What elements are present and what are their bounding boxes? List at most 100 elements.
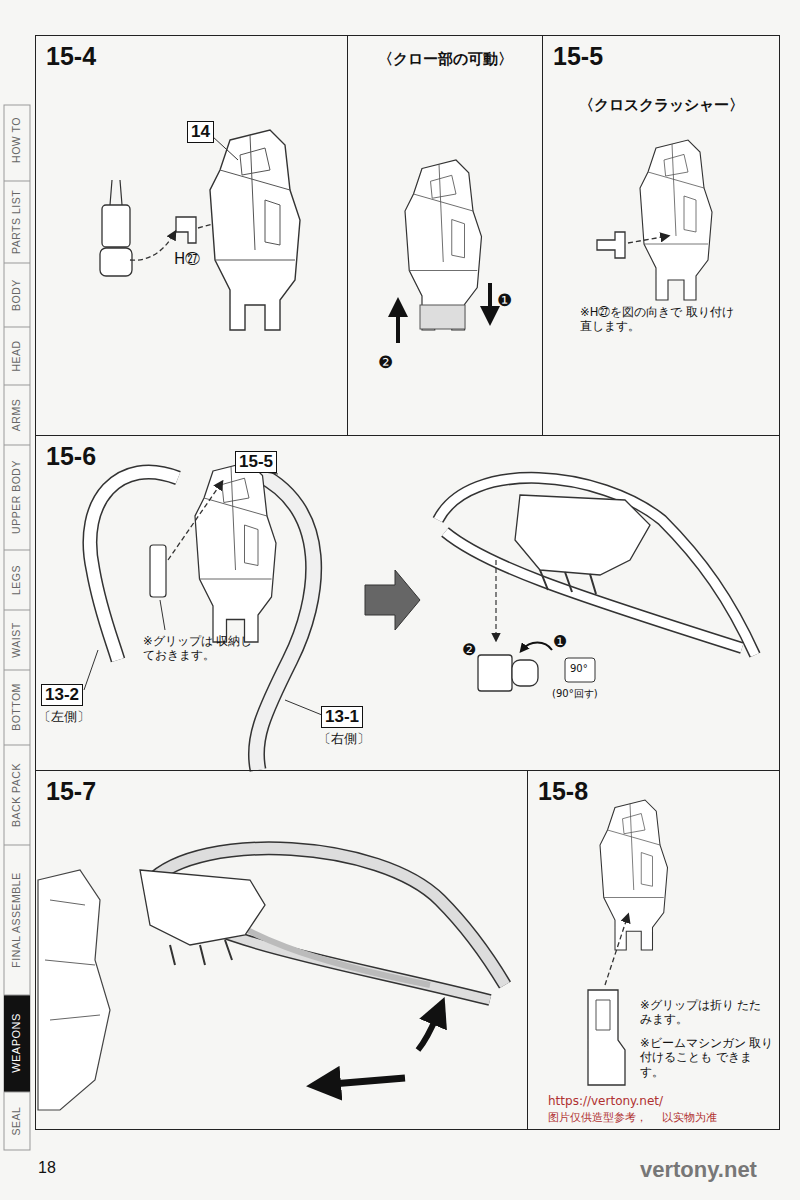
drawing-stroke <box>605 915 628 985</box>
step-heading: 15-5 <box>553 42 603 71</box>
step-heading: 〈クロスクラッシャー〉 <box>543 96 779 115</box>
step-panel: 〈クロー部の可動〉 <box>347 35 543 436</box>
drawing-stroke <box>110 180 122 205</box>
step-panel: 15-6 15-5 13-2 13-1 <box>35 435 780 771</box>
watermark: 图片仅供造型参考， <box>548 1111 647 1125</box>
section-tab: SEAL <box>10 1107 23 1136</box>
note: (90°回す) <box>552 688 598 701</box>
section-tab: BOTTOM <box>10 683 23 731</box>
drawing-stroke <box>405 160 482 330</box>
section-tab: BACK PACK <box>10 763 23 827</box>
drawing-stroke <box>102 205 130 247</box>
angle-icon-text: 90° <box>570 663 588 676</box>
note: ※ビームマシンガン 取り付けることも できます。 <box>640 1036 775 1079</box>
drawing-stroke <box>285 700 322 715</box>
drawing-stroke <box>4 995 30 1092</box>
drawing-stroke <box>438 478 755 655</box>
drawing-stroke <box>90 472 178 660</box>
watermark: 以实物为准 <box>662 1111 717 1125</box>
drawing-stroke <box>320 1078 405 1085</box>
drawing-stroke <box>4 181 30 1092</box>
drawing-stroke <box>140 870 265 945</box>
drawing-stroke <box>588 990 625 1085</box>
drawing-stroke <box>38 870 110 1110</box>
step-panel: 15-7 <box>35 770 528 1130</box>
section-tab: HOW TO <box>10 117 23 163</box>
step-15-5-art <box>597 140 712 300</box>
step-panel: 15-4 14 <box>35 35 348 436</box>
part-ref-box: 15-5 <box>235 451 277 473</box>
section-tab: LEGS <box>10 565 23 595</box>
drawing-stroke <box>488 283 492 318</box>
step-15-7-art <box>38 848 505 1110</box>
drawing-stroke <box>130 232 175 260</box>
part-ref-box: 13-2 <box>41 684 83 706</box>
drawing-stroke <box>212 136 238 160</box>
drawing-stroke <box>628 236 668 243</box>
drawing-stroke <box>600 800 668 950</box>
drawing-stroke <box>418 1008 440 1050</box>
section-tab: ARMS <box>10 399 23 431</box>
section-tab: WAIST <box>10 622 23 657</box>
step-panel: 15-5 〈クロスクラッシャー〉 <box>542 35 780 436</box>
drawing-stroke <box>396 305 400 343</box>
part-number: 15-5 <box>239 452 273 472</box>
drawing-stroke <box>4 105 30 1150</box>
drawing-stroke <box>90 472 178 660</box>
drawing-stroke <box>540 570 596 594</box>
drawing-stroke <box>640 140 712 300</box>
drawing-stroke <box>160 600 165 630</box>
step-heading: 〈クロー部の可動〉 <box>348 50 542 69</box>
part-ref-box: 13-1 <box>321 706 363 728</box>
page-number: 18 <box>38 1158 56 1178</box>
part-number: 13-2 <box>45 685 79 705</box>
part-ref-box: 14 <box>187 121 214 143</box>
drawing-stroke <box>84 650 98 690</box>
claw-movement-art <box>398 160 490 343</box>
step-marker: ❷ <box>462 640 476 660</box>
step-heading: 15-7 <box>46 777 96 806</box>
watermark: vertony.net <box>640 1156 757 1184</box>
drawing-stroke <box>438 478 755 655</box>
section-tab: PARTS LIST <box>10 190 23 254</box>
part-code: H㉗ <box>174 250 200 269</box>
drawing-stroke <box>100 248 132 276</box>
section-tab: HEAD <box>10 340 23 371</box>
step-heading: 15-4 <box>46 42 96 71</box>
drawing-stroke <box>195 462 276 642</box>
side-note: 〔右側〕 <box>318 731 370 747</box>
section-tab: BODY <box>10 279 23 311</box>
drawing-stroke <box>565 658 595 682</box>
drawing-stroke <box>210 130 300 330</box>
drawing-stroke <box>596 1000 610 1030</box>
section-tab: UPPER BODY <box>10 460 23 534</box>
step-heading: 15-6 <box>46 442 96 471</box>
step-marker: ❶ <box>553 632 567 652</box>
drawing-stroke <box>365 570 420 630</box>
step-marker: ❶ <box>497 290 512 311</box>
part-number: 13-1 <box>325 707 359 727</box>
step-15-6-art <box>84 462 755 770</box>
drawing-stroke <box>176 217 196 243</box>
section-tab: FINAL ASSEMBLE <box>10 872 23 967</box>
drawing-stroke <box>170 940 232 965</box>
drawing-stroke <box>522 643 552 651</box>
drawing-stroke <box>515 495 650 575</box>
sidebar <box>4 105 30 1150</box>
watermark: https://vertony.net/ <box>548 1094 663 1109</box>
step-marker: ❷ <box>378 352 393 373</box>
section-tab: WEAPONS <box>10 1013 24 1073</box>
side-note: 〔左側〕 <box>38 709 90 725</box>
drawing-stroke <box>512 660 538 686</box>
part-number: 14 <box>191 122 210 142</box>
step-15-4-art <box>100 130 300 330</box>
drawing-stroke <box>597 232 625 258</box>
drawing-stroke <box>478 655 512 691</box>
drawing-stroke <box>45 900 100 1020</box>
note: ※グリップは 収納しておきます。 <box>143 634 258 663</box>
drawing-stroke <box>420 305 465 329</box>
drawing-stroke <box>168 482 222 560</box>
drawing-stroke <box>495 560 496 640</box>
